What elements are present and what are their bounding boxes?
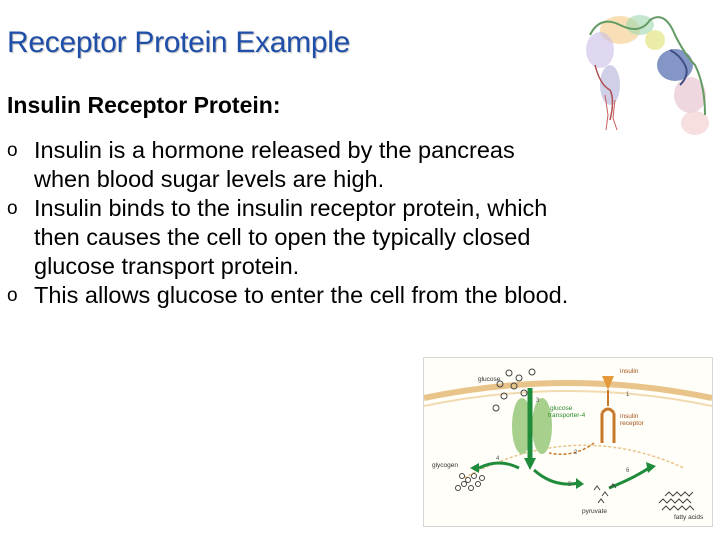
bullet-line: This allows glucose to enter the cell fr…	[34, 282, 569, 308]
fatty-acids-label: fatty acids	[674, 514, 704, 521]
glucose-label: glucose	[478, 376, 501, 383]
slide-subtitle: Insulin Receptor Protein:	[7, 92, 281, 118]
glucose-transporter-label-2: transporter-4	[548, 412, 586, 419]
step-number: 4	[496, 456, 500, 462]
step-number: 5	[568, 482, 572, 488]
bullet-line: glucose transport protein.	[34, 253, 300, 279]
diagram-artwork	[424, 368, 712, 511]
bullet-line: then causes the cell to open the typical…	[34, 224, 531, 250]
insulin-receptor-structure-image	[586, 15, 709, 135]
insulin-receptor-label-2: receptor	[620, 420, 644, 427]
insulin-receptor-label: insulin	[620, 413, 639, 420]
step-number: 2	[574, 450, 578, 456]
bullet-marker: o	[7, 140, 18, 161]
insulin-signaling-diagram: insulin glucose glucose transporter-4 in…	[423, 357, 713, 527]
bullet-list: o Insulin is a hormone released by the p…	[7, 136, 687, 310]
bullet-marker: o	[7, 285, 18, 306]
slide-title: Receptor Protein Example	[7, 26, 350, 59]
bullet-line: Insulin is a hormone released by the pan…	[34, 137, 515, 163]
bullet-item: o Insulin is a hormone released by the p…	[7, 136, 687, 194]
glycogen-label: glycogen	[432, 462, 459, 469]
step-number: 6	[626, 468, 630, 474]
bullet-item: o Insulin binds to the insulin receptor …	[7, 194, 687, 281]
pyruvate-label: pyruvate	[582, 508, 607, 515]
bullet-line: Insulin binds to the insulin receptor pr…	[34, 195, 548, 221]
bullet-item: o This allows glucose to enter the cell …	[7, 281, 687, 310]
glucose-transporter-label: glucose	[550, 405, 573, 412]
bullet-line: when blood sugar levels are high.	[34, 166, 385, 192]
bullet-marker: o	[7, 198, 18, 219]
insulin-label: insulin	[620, 368, 639, 375]
step-number: 3	[536, 398, 540, 404]
step-number: 1	[626, 392, 630, 398]
